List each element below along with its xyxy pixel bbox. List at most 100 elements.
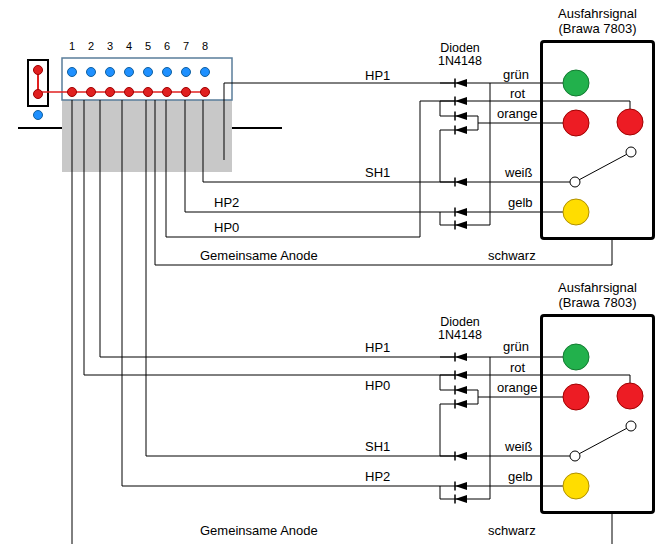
wire [166,100,455,237]
wire-label: Gemeinsame Anode [200,524,318,538]
pin-dot [87,88,96,97]
pin-dot [68,88,77,97]
wire-label: gelb [508,196,533,210]
pin-dot [201,88,210,97]
wire [612,514,613,544]
wire-label: orange [497,107,537,121]
pin-dot [106,68,115,77]
pin-dot [144,68,153,77]
switch-lever [575,152,631,182]
pin-number: 1 [69,40,75,52]
diode-bar [454,353,456,362]
red-lamp [617,109,643,135]
pin-dot [163,88,172,97]
wire [478,357,490,499]
pin-dot [182,68,191,77]
jumper-frame [28,60,48,106]
white-lamp [570,451,580,461]
connector-body [62,100,232,172]
housing-outline [540,40,655,240]
diode-symbol [455,452,467,460]
wire [478,397,563,398]
diode-bar [454,97,456,106]
wire [440,101,441,116]
connector-header [62,58,232,100]
pin-dot [68,68,77,77]
yellow-lamp [563,473,589,499]
common-bus [38,91,205,93]
white-lamp [570,177,580,187]
wire [122,100,440,486]
pin-number: 6 [164,40,170,52]
wire-label: gelb [508,470,533,484]
signal-title: Ausfahrsignal (Brawa 7803) [540,280,655,310]
pin-dot [163,68,172,77]
wire [440,375,441,390]
wire-label: HP0 [365,379,390,393]
diode-bar [454,208,456,217]
diode-symbol [455,482,467,490]
wire [440,486,441,499]
wire-label: orange [497,381,537,395]
diode-symbol [455,353,467,361]
housing-outline [540,314,655,514]
diode-symbol [455,97,467,105]
wire-label: schwarz [488,524,536,538]
wire [440,130,441,182]
jumper-pin [34,111,43,120]
wire [478,83,563,84]
wire-label: Gemeinsame Anode [200,249,318,263]
white-lamp [626,421,636,431]
red-lamp [563,384,589,410]
wire-label: grün [503,68,529,82]
pin-dot [144,88,153,97]
diode-label: Dioden 1N4148 [430,316,490,342]
jumper-pin [34,90,43,99]
jumper-pin [34,66,43,75]
wire [155,100,612,265]
diode-symbol [455,495,467,503]
board-edge [232,127,282,129]
wire [100,100,455,357]
wire-label: weiß [505,440,532,454]
wire-label: grün [503,340,529,354]
diode-symbol [455,79,467,87]
wire [478,182,570,183]
green-lamp [563,344,589,370]
wire-label: rot [510,361,525,375]
wire [440,404,441,456]
wire-label: weiß [505,166,532,180]
wire [146,100,455,456]
wire-label: rot [510,87,525,101]
wire-label: HP1 [365,341,390,355]
pin-number: 8 [202,40,208,52]
wire [478,212,563,213]
white-lamp [626,147,636,157]
wire [478,83,490,225]
diode-bar [454,452,456,461]
red-lamp [563,110,589,136]
diode-symbol [455,178,467,186]
wire-label: HP2 [214,196,239,210]
wire-label: SH1 [365,440,390,454]
pin-number: 5 [145,40,151,52]
pin-number: 7 [183,40,189,52]
diode-bar [454,386,456,395]
signal-housing: Ausfahrsignal (Brawa 7803) [540,6,655,240]
pin-dot [125,68,134,77]
switch-lever [575,426,631,456]
diode-symbol [455,400,467,408]
pin-number: 4 [126,40,132,52]
diode-symbol [455,208,467,216]
diode-bar [454,112,456,121]
wire-label: SH1 [365,166,390,180]
wire [185,100,440,212]
wire [203,100,455,182]
pin-number: 2 [88,40,94,52]
diode-label: Dioden 1N4148 [430,42,490,68]
diode-bar [454,178,456,187]
wire-label: HP1 [365,69,390,83]
diode-bar [454,495,456,504]
pin-dot [201,68,210,77]
